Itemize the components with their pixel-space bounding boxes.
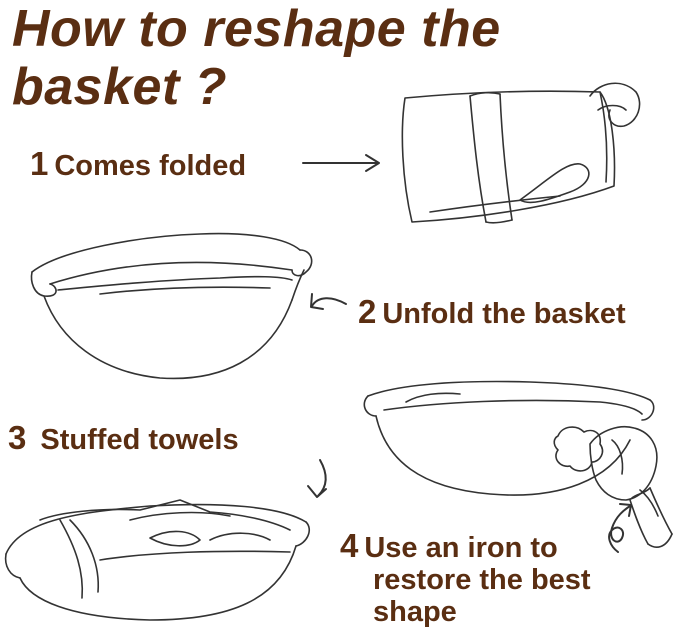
step-3-label: 3 Stuffed towels bbox=[8, 419, 239, 456]
page-title: How to reshape the basket ? bbox=[12, 0, 501, 116]
steam-iron-icon bbox=[553, 426, 673, 548]
step-number: 3 bbox=[8, 419, 27, 456]
step-text: Comes folded bbox=[54, 150, 247, 182]
step-text-line: restore the best bbox=[373, 564, 591, 596]
curved-arrow-left-icon bbox=[310, 293, 347, 310]
basket-ironing-image bbox=[363, 380, 655, 496]
arrow-right-icon bbox=[302, 154, 380, 172]
step-text-line: Use an iron to bbox=[364, 532, 558, 564]
basket-with-towels-image bbox=[4, 499, 311, 621]
step-text-line: shape bbox=[373, 596, 457, 628]
step-number: 2 bbox=[358, 293, 377, 330]
title-line-2: basket ? bbox=[12, 58, 227, 116]
curly-arrow-up-icon bbox=[608, 503, 632, 553]
open-basket-image bbox=[30, 232, 313, 380]
step-text: Unfold the basket bbox=[382, 298, 626, 330]
curved-arrow-down-icon bbox=[307, 459, 327, 498]
title-line-1: How to reshape the bbox=[12, 0, 501, 58]
step-number: 4 bbox=[340, 527, 359, 564]
step-text: Stuffed towels bbox=[40, 424, 239, 456]
folded-basket-image bbox=[401, 82, 641, 224]
step-number: 1 bbox=[30, 145, 49, 182]
